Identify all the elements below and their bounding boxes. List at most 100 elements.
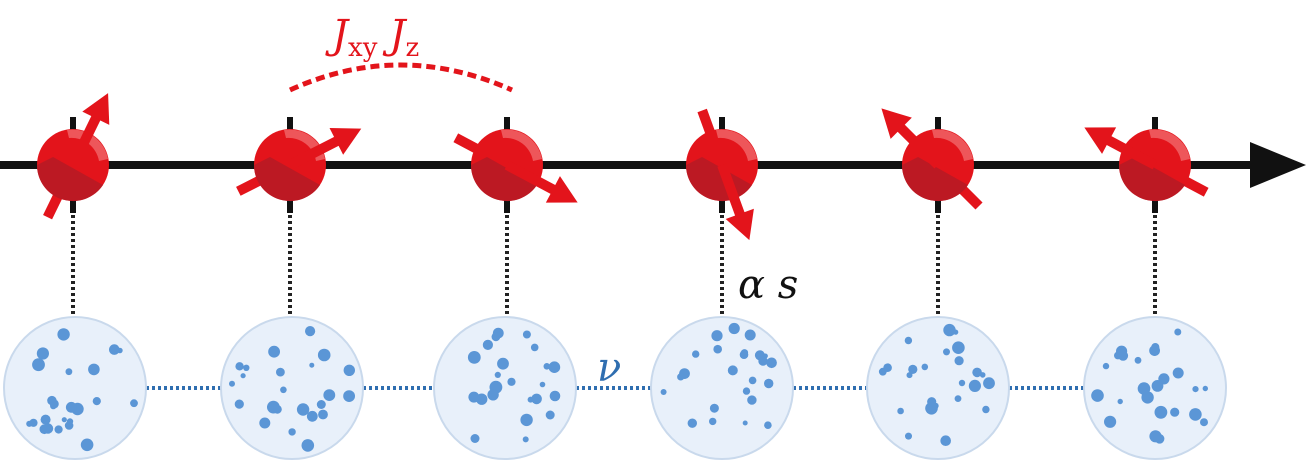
bath-particle [543,363,551,370]
spin-6 [1084,117,1209,213]
bath-particle [309,362,315,368]
bath-particle [66,418,74,425]
bath-particle [968,379,982,392]
bath-particle [229,380,235,387]
bath-particle [908,364,918,374]
bath-particle [953,329,959,335]
bath-5 [866,316,1010,460]
bath-particle [1200,418,1208,427]
bath-particle [491,332,501,342]
spin-shading [253,157,320,202]
bath-particle [1202,385,1209,392]
bath-particle [288,428,296,436]
bath-particle [306,410,318,422]
bath-particle [943,348,950,356]
bath-particle [1154,405,1168,419]
bath-particle [713,344,722,354]
bath-particle [243,364,250,371]
bath-particle [742,420,748,426]
bath-particle [57,328,70,341]
bath-particle [531,393,542,405]
bath-disk [866,316,1010,460]
bath-particle [904,336,913,345]
chain-axis [0,142,1306,188]
bath-particle [482,339,493,350]
bath-particle [548,361,561,374]
spin-arrowhead-icon [82,93,110,125]
bath-particle [36,347,50,360]
bath-particle [728,322,740,335]
bath-particle [343,364,355,376]
spin-arrow-shaft [287,135,343,170]
bath-4 [650,316,794,460]
bath-disk [433,316,577,460]
bath-particle [1137,382,1151,395]
spin-arrowhead-icon [329,128,362,155]
bath-particle [1102,362,1110,370]
bath-particle [305,326,316,337]
bath-particle [954,356,964,366]
bath-particle [952,341,965,355]
bath-particle [29,418,38,427]
bath-1 [3,316,147,460]
bath-particle [727,365,738,376]
bath-particle [130,399,138,408]
bath-particle [487,389,499,401]
bath-particle [764,378,774,389]
bath-3 [433,316,577,460]
bath-particle [943,323,956,337]
bath-particle [92,397,101,406]
bath-particle [1192,386,1199,393]
spin-arrowhead-icon [1084,127,1117,154]
spin-arrow-shaft [504,160,559,196]
bath-particle [40,414,51,425]
bath-particle [240,373,246,379]
spin-bath-couplings [71,215,1157,317]
bath-particle [50,402,57,410]
bath-particle [539,381,546,388]
bath-particle [954,395,962,402]
bath-particle [323,389,336,401]
bath-particle [692,350,700,358]
bath-particle [280,386,287,394]
bath-particle [1189,408,1202,421]
bath-particle [1104,415,1117,428]
bath-particle [1174,328,1182,336]
bath-particle [507,377,516,386]
bath-particle [906,372,913,379]
bath-particle [65,401,77,413]
spin-highlight [67,129,108,161]
bath-particle [235,362,244,371]
spin-5 [881,108,983,213]
bath-particle [316,400,326,409]
spin-2 [236,117,362,213]
bath-particle [905,432,912,440]
spin-1 [36,93,110,220]
spins [36,93,1209,241]
bath-particle [317,348,331,362]
spin-4 [685,108,758,241]
bath-particle [268,345,280,358]
spin-shading [901,157,968,202]
bath-particle [61,417,67,423]
spin-highlight [1149,129,1190,161]
bath-particle [764,421,772,430]
bath-particle [296,403,310,416]
bath-particle [1151,343,1160,352]
bath-particle [88,363,100,376]
bath-particle [744,329,756,341]
bath-disk [650,316,794,460]
bath-particle [754,350,765,361]
bath-particle [494,371,501,378]
bath-6 [1083,316,1227,460]
bath-particle [766,357,777,369]
spin-highlight [716,129,757,161]
bath-particle [273,404,282,414]
bath-particle [982,405,990,414]
bath-particle [1170,407,1180,417]
spin-arrowhead-icon [725,208,754,241]
bath-particle [467,351,481,364]
spin-arrow-shaft [68,112,103,168]
